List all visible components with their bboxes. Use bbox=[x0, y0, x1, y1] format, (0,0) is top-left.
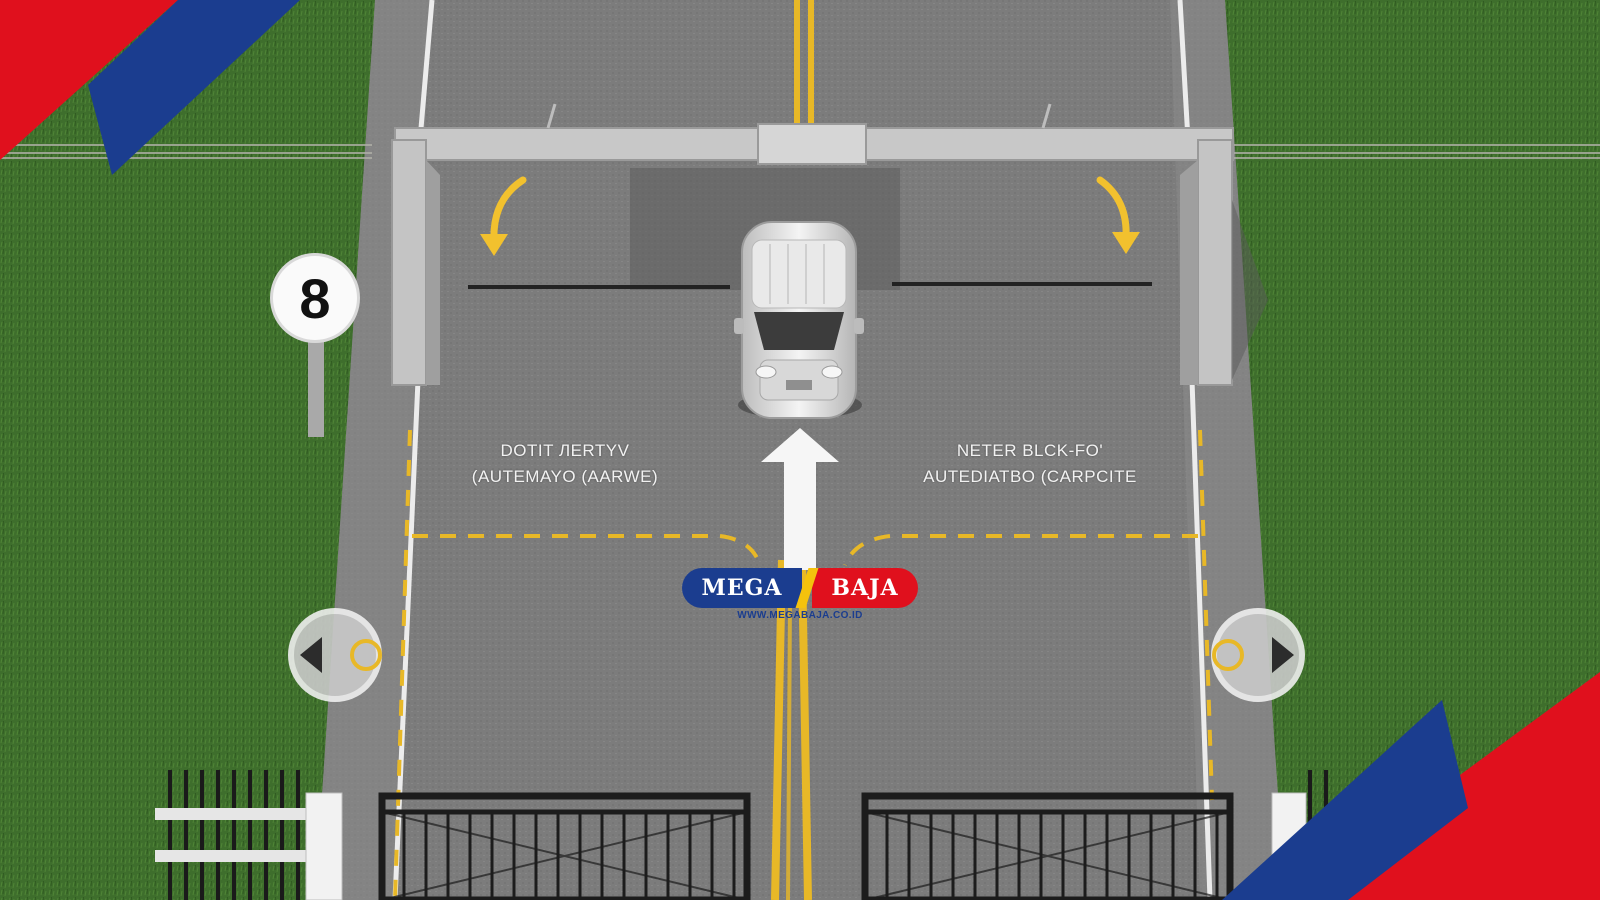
sign-pole bbox=[308, 325, 324, 437]
brand-corner-bottom-right bbox=[1222, 672, 1600, 900]
gate-right bbox=[861, 792, 1234, 900]
gate-beam-center-block bbox=[757, 123, 867, 165]
road-label-left-line1: DOTIT ЛЕRTYV bbox=[500, 441, 630, 460]
number-sign: 8 bbox=[270, 253, 360, 343]
center-line-bottom-inner bbox=[786, 599, 792, 900]
center-line-bottom bbox=[771, 559, 812, 900]
curved-arrow-left-icon bbox=[480, 176, 527, 256]
yellow-dashed-crossline-right bbox=[843, 534, 1198, 566]
logo-pill: MEGA BAJA bbox=[682, 568, 918, 608]
logo-url: WWW.MEGABAJA.CO.ID bbox=[737, 610, 863, 621]
gate-post-left bbox=[391, 139, 427, 386]
logo-text-mega: MEGA bbox=[682, 568, 802, 608]
car bbox=[734, 221, 864, 419]
side-marker-left-icon bbox=[288, 608, 382, 702]
yellow-dashed-crossline-left bbox=[412, 534, 762, 566]
yellow-side-line-left bbox=[393, 429, 412, 900]
curved-arrow-right-icon bbox=[1096, 176, 1140, 254]
fence-right bbox=[1230, 144, 1600, 159]
brand-corner-top-left bbox=[0, 0, 300, 175]
gate-post-left-side bbox=[426, 160, 440, 385]
logo-text-baja: BAJA bbox=[812, 568, 918, 608]
road-label-left-line2: (AUTEMAYO (AARWE) bbox=[471, 467, 659, 486]
megabaja-logo: MEGA BAJA WWW.MEGABAJA.CO.ID bbox=[682, 568, 918, 621]
gate-post-right-side bbox=[1180, 160, 1198, 385]
road-label-left: DOTIT ЛЕRTYV (AUTEMAYO (AARWE) bbox=[450, 438, 680, 490]
road-label-right-line1: NETER BLCK-FO' bbox=[956, 441, 1104, 460]
gate-post-right-shadow bbox=[1232, 200, 1268, 380]
gate-post-right bbox=[1197, 139, 1233, 386]
gate-left bbox=[378, 792, 751, 900]
arrow-up-icon bbox=[761, 428, 839, 570]
gate-antenna-left bbox=[546, 103, 1052, 129]
center-line-top bbox=[794, 0, 814, 130]
side-marker-right-icon bbox=[1211, 608, 1305, 702]
fence-left bbox=[0, 144, 372, 159]
fence-bottom-left bbox=[155, 770, 343, 900]
yellow-side-line-right bbox=[1198, 429, 1214, 801]
road-label-right: NETER BLCK-FO' AUTEDIATBO (CARPCITE bbox=[910, 438, 1150, 490]
road-label-right-line2: AUTEDIATBO (CARPCITE bbox=[923, 467, 1137, 486]
